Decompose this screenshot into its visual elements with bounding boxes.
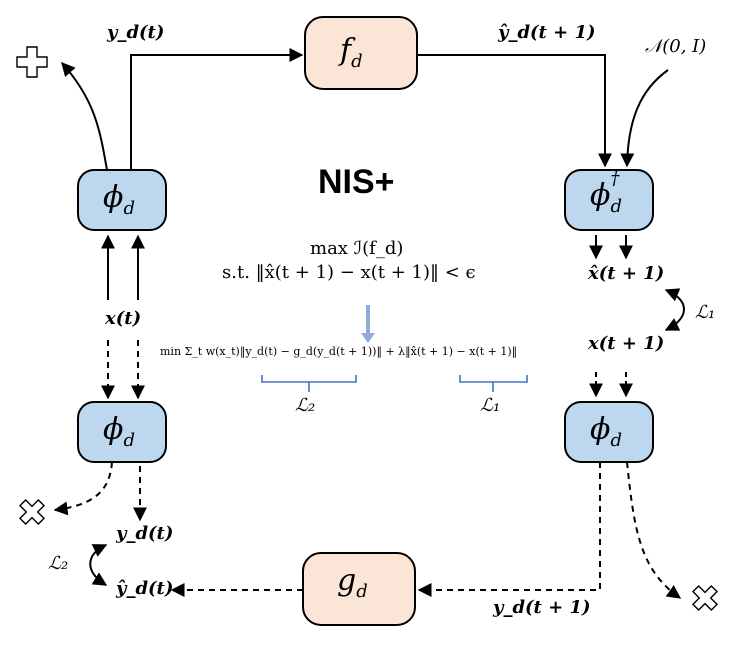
brace-l1-label: ℒ₁ bbox=[480, 395, 501, 416]
phi-top-right-label: ϕ†d bbox=[590, 168, 622, 217]
objective-line-constraint: s.t. ‖x̂(t + 1) − x(t + 1)‖ < ϵ bbox=[222, 262, 476, 283]
l2-link-arrow bbox=[89, 544, 108, 586]
label-x-t1: x(t + 1) bbox=[588, 333, 665, 354]
l1-link-arrow bbox=[664, 288, 685, 331]
label-y-d-t-top: y_d(t) bbox=[107, 22, 165, 43]
f-d-label: fd bbox=[340, 33, 363, 72]
objective-line-max: max ℐ(f_d) bbox=[310, 238, 404, 259]
label-l1-right: ℒ₁ bbox=[695, 302, 716, 323]
arrow-phi-to-f bbox=[130, 48, 304, 170]
phi-top-left-node bbox=[77, 169, 167, 231]
phi-bottom-right-label: ϕd bbox=[590, 412, 622, 451]
label-yhat-d-t1-top: ŷ_d(t + 1) bbox=[498, 22, 596, 43]
arrow-noise-to-phi-dagger bbox=[620, 69, 669, 168]
brace-l2 bbox=[261, 375, 357, 392]
objective-down-arrowhead bbox=[361, 333, 375, 343]
label-yhat-d-t-bottom: ŷ_d(t) bbox=[116, 578, 174, 599]
diagram-title: NIS+ bbox=[318, 163, 395, 201]
brace-l1 bbox=[459, 375, 528, 392]
discard-icon bbox=[691, 584, 719, 612]
label-noise: 𝒩(0, I) bbox=[645, 36, 707, 57]
f-d-node bbox=[304, 16, 418, 90]
label-x-t: x(t) bbox=[105, 308, 142, 329]
phi-bottom-right-node bbox=[564, 401, 654, 463]
arrow-phi-to-discard-bottom-right bbox=[626, 461, 682, 599]
arrow-phi-to-g bbox=[417, 462, 601, 597]
discard-icon bbox=[18, 498, 46, 526]
objective-line-min: min Σ_t w(x_t)‖y_d(t) − g_d(y_d(t + 1))‖… bbox=[160, 345, 518, 358]
label-y-d-t1-bottom: y_d(t + 1) bbox=[493, 597, 591, 618]
phi-top-right-node bbox=[564, 169, 654, 231]
label-y-d-t-bottom: y_d(t) bbox=[116, 523, 174, 544]
label-l2-left: ℒ₂ bbox=[48, 553, 69, 574]
label-xhat-t1: x̂(t + 1) bbox=[588, 263, 665, 284]
brace-l2-label: ℒ₂ bbox=[295, 395, 316, 416]
phi-top-left-label: ϕd bbox=[103, 180, 135, 219]
g-d-label: gd bbox=[337, 563, 368, 602]
arrow-phi-to-discard-top bbox=[61, 61, 108, 171]
arrow-f-to-phi-dagger bbox=[417, 54, 612, 168]
phi-bottom-left-node bbox=[77, 401, 167, 463]
phi-bottom-left-label: ϕd bbox=[103, 412, 135, 451]
discard-icon bbox=[16, 46, 48, 78]
arrow-phi-to-discard-bottom-left bbox=[53, 461, 113, 516]
